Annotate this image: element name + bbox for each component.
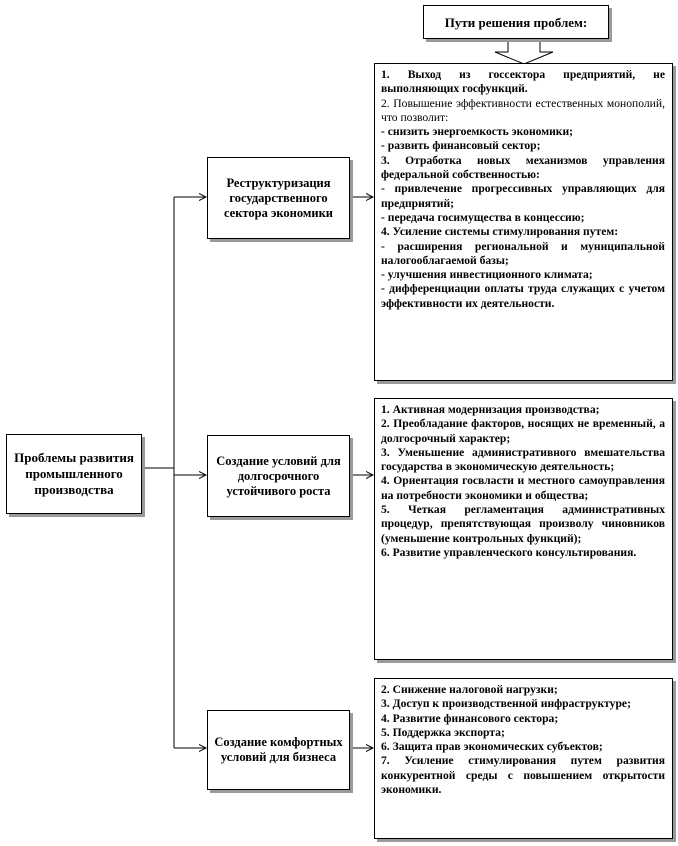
solutions-list-2: 1. Активная модернизация производства;2.… (374, 398, 673, 660)
solution-item: 4. Развитие финансового сектора; (381, 711, 559, 725)
branch-1-title: Реструктуризация государственного сектор… (223, 175, 334, 220)
root-box: Проблемы развития промышленного производ… (6, 434, 142, 514)
solutions-list-1: 1. Выход из госсектора предприятий, не в… (374, 63, 673, 381)
solutions-list-3: 2. Снижение налоговой нагрузки;3. Доступ… (374, 678, 673, 839)
solution-item: 2. Повышение эффективности естественных … (381, 96, 665, 124)
solution-item: - улучшения инвестиционного климата; (381, 268, 593, 282)
branch-3-box: Создание комфортных условий для бизнеса (207, 710, 350, 790)
solution-item: 3. Отработка новых механизмов управления… (381, 153, 665, 182)
solution-item: 4. Ориентация госвласти и местного самоу… (381, 474, 665, 502)
branch-3-title: Создание комфортных условий для бизнеса (214, 735, 343, 764)
solution-item: - дифференциации оплаты труда служащих с… (381, 282, 665, 310)
root-title: Проблемы развития промышленного производ… (14, 450, 134, 497)
solution-item: 2. Преобладание факторов, носящих не вре… (381, 417, 665, 445)
branch-2-title: Создание условий для долгосрочного устой… (216, 453, 341, 498)
solution-item: - снизить энергоемкость экономики; (381, 125, 574, 139)
branch-2-box: Создание условий для долгосрочного устой… (207, 435, 350, 517)
solution-item: 1. Выход из госсектора предприятий, не в… (381, 68, 665, 96)
solution-item: 5. Четкая регламентация административных… (381, 503, 665, 545)
solution-item: 5. Поддержка экспорта; (381, 725, 505, 739)
solution-item: 6. Развитие управленческого консультиров… (381, 545, 637, 559)
solution-item: 4. Усиление системы стимулирования путем… (381, 225, 619, 239)
solution-item: - развить финансовый сектор; (381, 139, 541, 153)
header-down-arrow (494, 39, 554, 65)
branch-1-box: Реструктуризация государственного сектор… (207, 157, 350, 239)
header-box: Пути решения проблем: (423, 5, 609, 39)
solution-item: 7. Усиление стимулирования путем развити… (381, 754, 665, 797)
header-title: Пути решения проблем: (444, 14, 588, 30)
solution-item: - расширения региональной и муниципально… (381, 239, 665, 267)
solution-item: 3. Доступ к производственной инфраструкт… (381, 697, 631, 711)
solution-item: 3. Уменьшение административного вмешател… (381, 445, 665, 474)
solution-item: 6. Защита прав экономических субъектов; (381, 740, 603, 754)
solution-item: 1. Активная модернизация производства; (381, 403, 600, 416)
solution-item: - привлечение прогрессивных управляющих … (381, 182, 665, 210)
solution-item: - передача госимущества в концессию; (381, 210, 585, 224)
solution-item: 2. Снижение налоговой нагрузки; (381, 683, 558, 696)
